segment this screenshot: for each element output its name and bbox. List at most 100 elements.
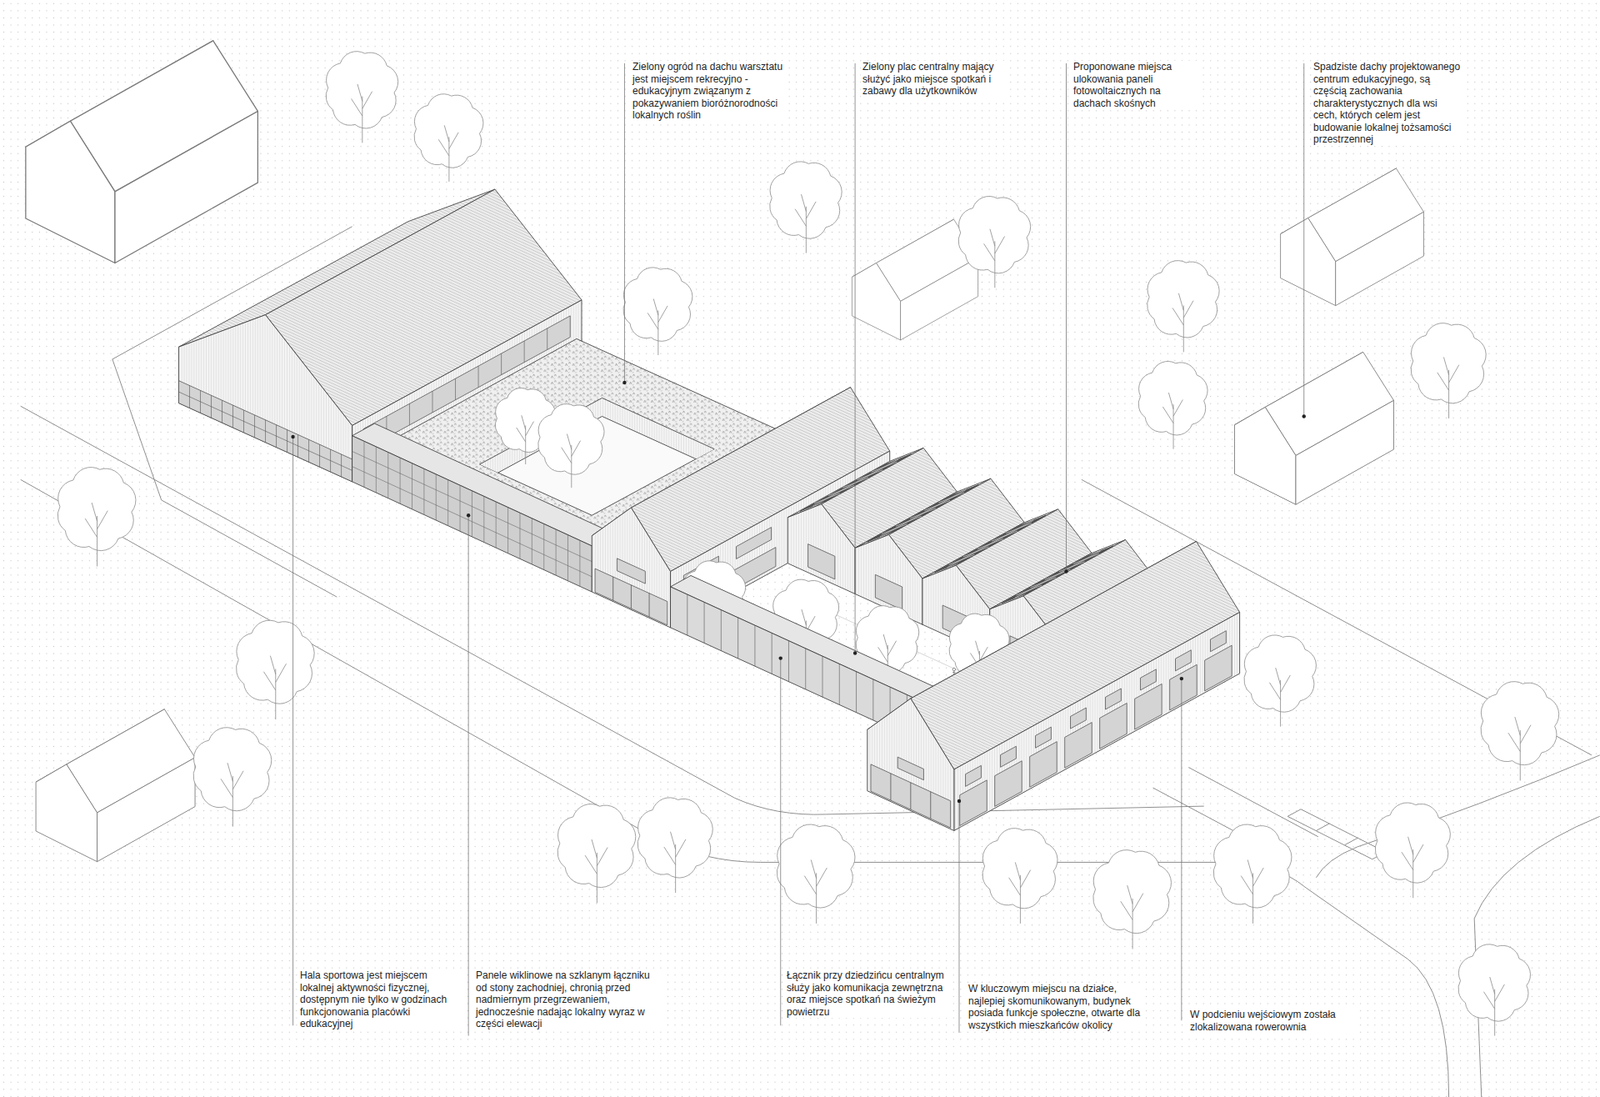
- leader-lines: [293, 63, 1305, 1036]
- leader-dots: [290, 380, 1306, 803]
- foreground-trees: [1213, 824, 1292, 924]
- background-trees: [623, 267, 693, 355]
- background-trees: [770, 161, 842, 254]
- annotation-text: Spadziste dachy projektowanego centrum e…: [1311, 60, 1465, 146]
- annotation-text: Zielony ogród na dachu warsztatu jest mi…: [630, 60, 789, 122]
- leader-lines: [292, 436, 294, 1025]
- community-building: [960, 780, 988, 826]
- background-trees: [1138, 360, 1208, 449]
- community-building: [965, 765, 982, 786]
- roads: [1287, 809, 1386, 860]
- roads: [20, 226, 1600, 1097]
- community-building: [910, 540, 1240, 770]
- community-building: [1205, 645, 1233, 691]
- sports-hall: [178, 380, 352, 482]
- pv-roof-units: [800, 454, 912, 512]
- community-building: [1140, 669, 1157, 690]
- foreground-trees: [557, 804, 636, 904]
- leader-lines: [1180, 678, 1182, 1020]
- sports-hall: [178, 380, 352, 482]
- background-trees: [1147, 260, 1220, 353]
- pv-roof-units: [800, 454, 912, 512]
- glass-connector-west: [352, 423, 615, 592]
- leader-dots: [1180, 676, 1184, 680]
- foreground-trees: [1093, 850, 1172, 950]
- leader-dots: [779, 655, 783, 660]
- community-building: [1210, 630, 1226, 652]
- background-trees: [325, 51, 398, 144]
- community-building: [1100, 703, 1128, 750]
- community-building: [1105, 688, 1122, 710]
- glass-connector-west: [352, 435, 593, 592]
- middle-building: [616, 558, 645, 584]
- community-building: [1065, 722, 1093, 769]
- foreground-trees: [193, 620, 1560, 1035]
- community-building: [954, 612, 1240, 831]
- foreground-trees: [982, 828, 1058, 924]
- leader-dots: [1064, 569, 1068, 573]
- leader-dots: [466, 513, 470, 517]
- sports-hall: [178, 380, 352, 482]
- annotation-text: W kluczowym miejscu na działce, najlepie…: [966, 982, 1145, 1031]
- leader-dots: [290, 435, 295, 439]
- context-houses: [25, 40, 1425, 862]
- background-trees: [57, 467, 136, 567]
- community-building: [867, 698, 955, 831]
- glass-connector-west: [352, 435, 593, 592]
- pv-roof-units: [808, 544, 835, 580]
- community-building: [960, 627, 1232, 826]
- leader-dots: [957, 799, 961, 803]
- context-houses: [25, 40, 259, 264]
- community-building: [867, 540, 1240, 830]
- middle-building: [595, 548, 668, 625]
- pv-roof-units: [808, 544, 835, 580]
- leader-lines: [624, 63, 625, 383]
- context-houses: [1280, 168, 1425, 306]
- foreground-trees: [235, 620, 315, 720]
- community-building: [1035, 726, 1052, 748]
- leader-lines: [780, 658, 781, 1026]
- pv-roof-units: [800, 454, 912, 512]
- community-building: [1030, 741, 1058, 788]
- annotation-text: Hala sportowa jest miejscem lokalnej akt…: [298, 969, 465, 1030]
- annotation-text: Proponowane miejsca ulokowania paneli fo…: [1071, 60, 1200, 110]
- roads: [20, 479, 1450, 1097]
- community-building: [1175, 650, 1192, 671]
- context-houses: [1235, 351, 1395, 505]
- leader-lines: [1065, 63, 1067, 572]
- annotation-text: W podcieniu wejściowym została zlokalizo…: [1188, 1008, 1359, 1033]
- annotation-text: Panele wiklinowe na szklanym łączniku od…: [474, 969, 665, 1030]
- leader-lines: [855, 63, 856, 654]
- community-building: [1070, 707, 1087, 729]
- leader-dots: [853, 650, 857, 655]
- foreground-trees: [193, 727, 272, 827]
- foreground-trees: [1244, 635, 1316, 727]
- community-building: [995, 760, 1023, 807]
- community-building: [897, 756, 924, 780]
- background-trees: [958, 195, 1030, 288]
- leader-dots: [622, 380, 626, 385]
- leader-dots: [1302, 414, 1306, 418]
- community-building: [1170, 664, 1198, 710]
- workshop-green-roof: [538, 404, 605, 489]
- leader-lines: [1303, 63, 1305, 417]
- glass-connector-west: [352, 435, 593, 592]
- community-building: [1135, 683, 1163, 730]
- annotation-text: Zielony plac centralny mający służyć jak…: [860, 60, 1008, 98]
- roads: [1315, 755, 1600, 878]
- middle-building: [591, 507, 670, 628]
- leader-lines: [468, 515, 470, 1035]
- foreground-trees: [637, 797, 713, 893]
- foreground-trees: [1375, 802, 1450, 898]
- foreground-trees: [1458, 944, 1530, 1036]
- foreground-trees: [1480, 681, 1560, 781]
- community-building: [870, 744, 951, 828]
- foreground-trees: [776, 824, 855, 924]
- community-building: [1000, 745, 1017, 767]
- community-building: [890, 773, 931, 819]
- middle-building: [735, 527, 771, 560]
- sports-hall: [178, 315, 352, 482]
